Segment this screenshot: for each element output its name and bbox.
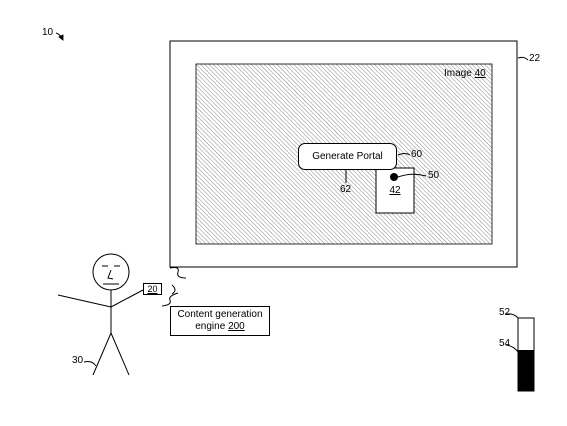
system-arrow — [55, 32, 64, 41]
level-meter-fill — [518, 350, 534, 391]
generate-portal-button[interactable]: Generate Portal — [298, 143, 397, 170]
user-figure — [57, 253, 144, 376]
label-user: 30 — [72, 355, 84, 366]
display-leader — [517, 56, 529, 61]
signal-wave-upper — [169, 267, 187, 279]
content-generation-engine-box: Content generation engine 200 — [170, 306, 270, 336]
user-leader — [83, 361, 97, 367]
signal-wave-mid — [171, 284, 176, 295]
label-display: 22 — [529, 53, 541, 64]
engine-text-line-1: Content generation — [177, 309, 263, 320]
label-meter: 52 — [499, 307, 511, 318]
engine-text-word: engine — [195, 321, 226, 332]
image-number: 40 — [474, 68, 486, 79]
portal-leader — [397, 153, 411, 156]
engine-text-line-2: engine 200 — [171, 321, 269, 333]
region-42-label: 42 — [389, 185, 401, 196]
image-caption: Image 40 — [444, 68, 486, 80]
label-cursor: 50 — [428, 170, 440, 181]
signal-wave-lower — [161, 292, 179, 307]
label-level: 54 — [499, 338, 511, 349]
meter-leader — [505, 313, 519, 319]
level-leader — [505, 344, 519, 353]
label-system: 10 — [42, 27, 54, 38]
label-target: 62 — [340, 184, 352, 195]
image-caption-text: Image — [444, 68, 472, 79]
label-portal: 60 — [411, 149, 423, 160]
device-box: 20 — [143, 283, 162, 295]
engine-number: 200 — [228, 321, 245, 332]
cursor-leader — [397, 173, 427, 178]
cursor-dot — [390, 173, 398, 181]
